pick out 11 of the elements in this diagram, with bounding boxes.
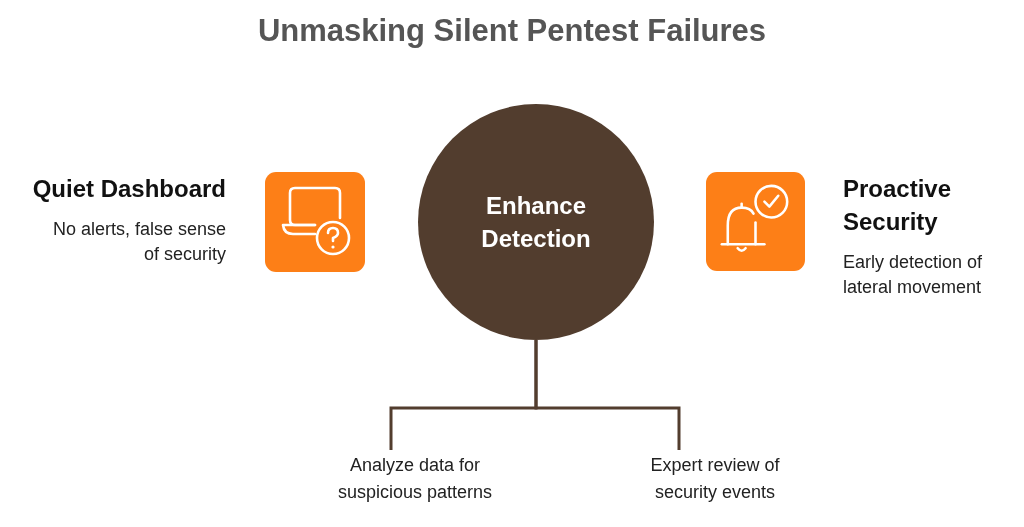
branch-text: Expert review of security events bbox=[632, 452, 798, 506]
branch-text: Analyze data for suspicious patterns bbox=[318, 452, 512, 506]
title: Unmasking Silent Pentest Failures bbox=[257, 13, 767, 48]
connector-line bbox=[534, 340, 681, 450]
node-label: Enhance Detection bbox=[480, 191, 592, 254]
node-heading: Proactive Security bbox=[843, 174, 953, 237]
bell-check-icon bbox=[706, 172, 805, 271]
node-description: Early detection of lateral movement bbox=[843, 251, 984, 299]
laptop-question-icon bbox=[265, 172, 365, 272]
node-description: No alerts, false sense of security bbox=[51, 218, 226, 266]
node-heading: Quiet Dashboard bbox=[31, 174, 226, 204]
